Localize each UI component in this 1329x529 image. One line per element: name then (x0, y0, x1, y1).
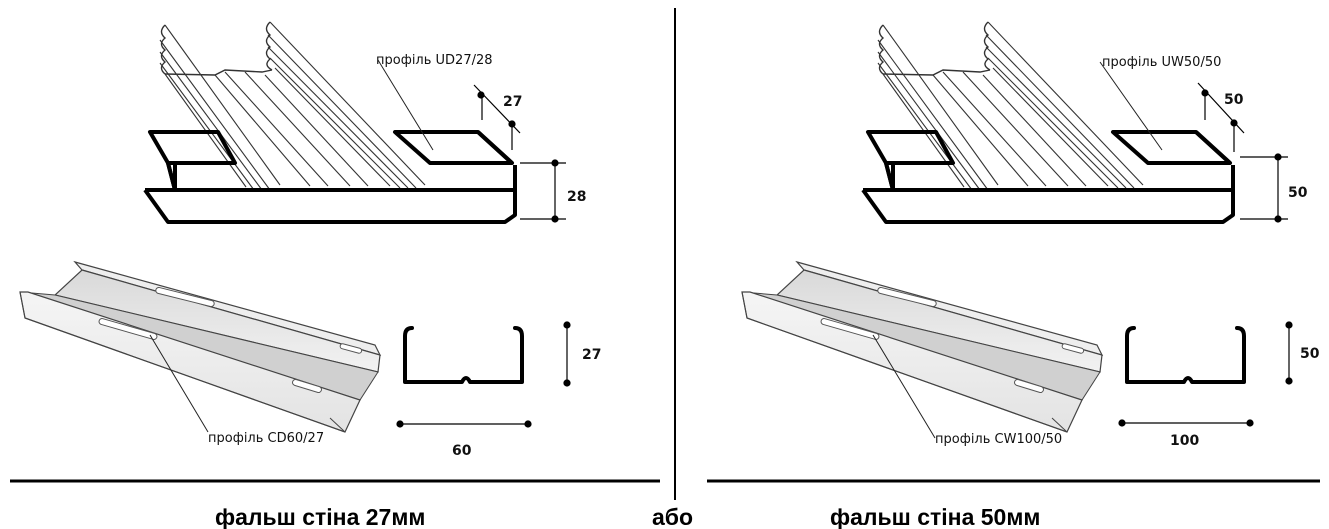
separator-caption: або (652, 504, 693, 529)
right-top-height-dim: 50 (1288, 185, 1308, 201)
left-section-width-dimension (396, 420, 532, 428)
left-top-leader (377, 59, 434, 151)
left-top-width-dimension (473, 84, 521, 150)
right-top-profile-label: профіль UW50/50 (1102, 55, 1221, 70)
right-top-profile-drawing (861, 20, 1235, 224)
right-section-width-dim: 100 (1170, 433, 1199, 449)
right-bottom-profile-label: профіль CW100/50 (935, 432, 1062, 447)
left-top-height-dimension (520, 159, 566, 223)
right-caption: фальш стіна 50мм (830, 504, 1040, 529)
right-top-leader (1099, 61, 1163, 151)
right-top-width-dimension (1197, 82, 1245, 152)
left-bottom-profile-drawing (19, 261, 381, 433)
right-top-height-dimension (1240, 153, 1288, 223)
right-section-height-dim: 50 (1300, 346, 1320, 362)
left-top-height-dim: 28 (567, 189, 586, 205)
right-section-width-dimension (1118, 419, 1254, 427)
left-bottom-profile-label: профіль CD60/27 (208, 431, 324, 446)
left-top-width-dim: 27 (503, 94, 522, 110)
right-bottom-profile-drawing (741, 261, 1103, 433)
left-bottom-leader (149, 334, 209, 433)
left-section-width-dim: 60 (452, 443, 472, 459)
right-bottom-leader (872, 334, 936, 439)
right-top-width-dim: 50 (1224, 92, 1244, 108)
left-top-profile-drawing (143, 20, 517, 224)
left-top-profile-label: профіль UD27/28 (376, 53, 493, 68)
right-section-height-dimension (1285, 321, 1293, 385)
left-caption: фальш стіна 27мм (215, 504, 425, 529)
left-section-height-dim: 27 (582, 347, 601, 363)
left-section-height-dimension (563, 321, 571, 387)
right-c-section-drawing (1125, 326, 1246, 384)
left-c-section-drawing (403, 326, 524, 384)
